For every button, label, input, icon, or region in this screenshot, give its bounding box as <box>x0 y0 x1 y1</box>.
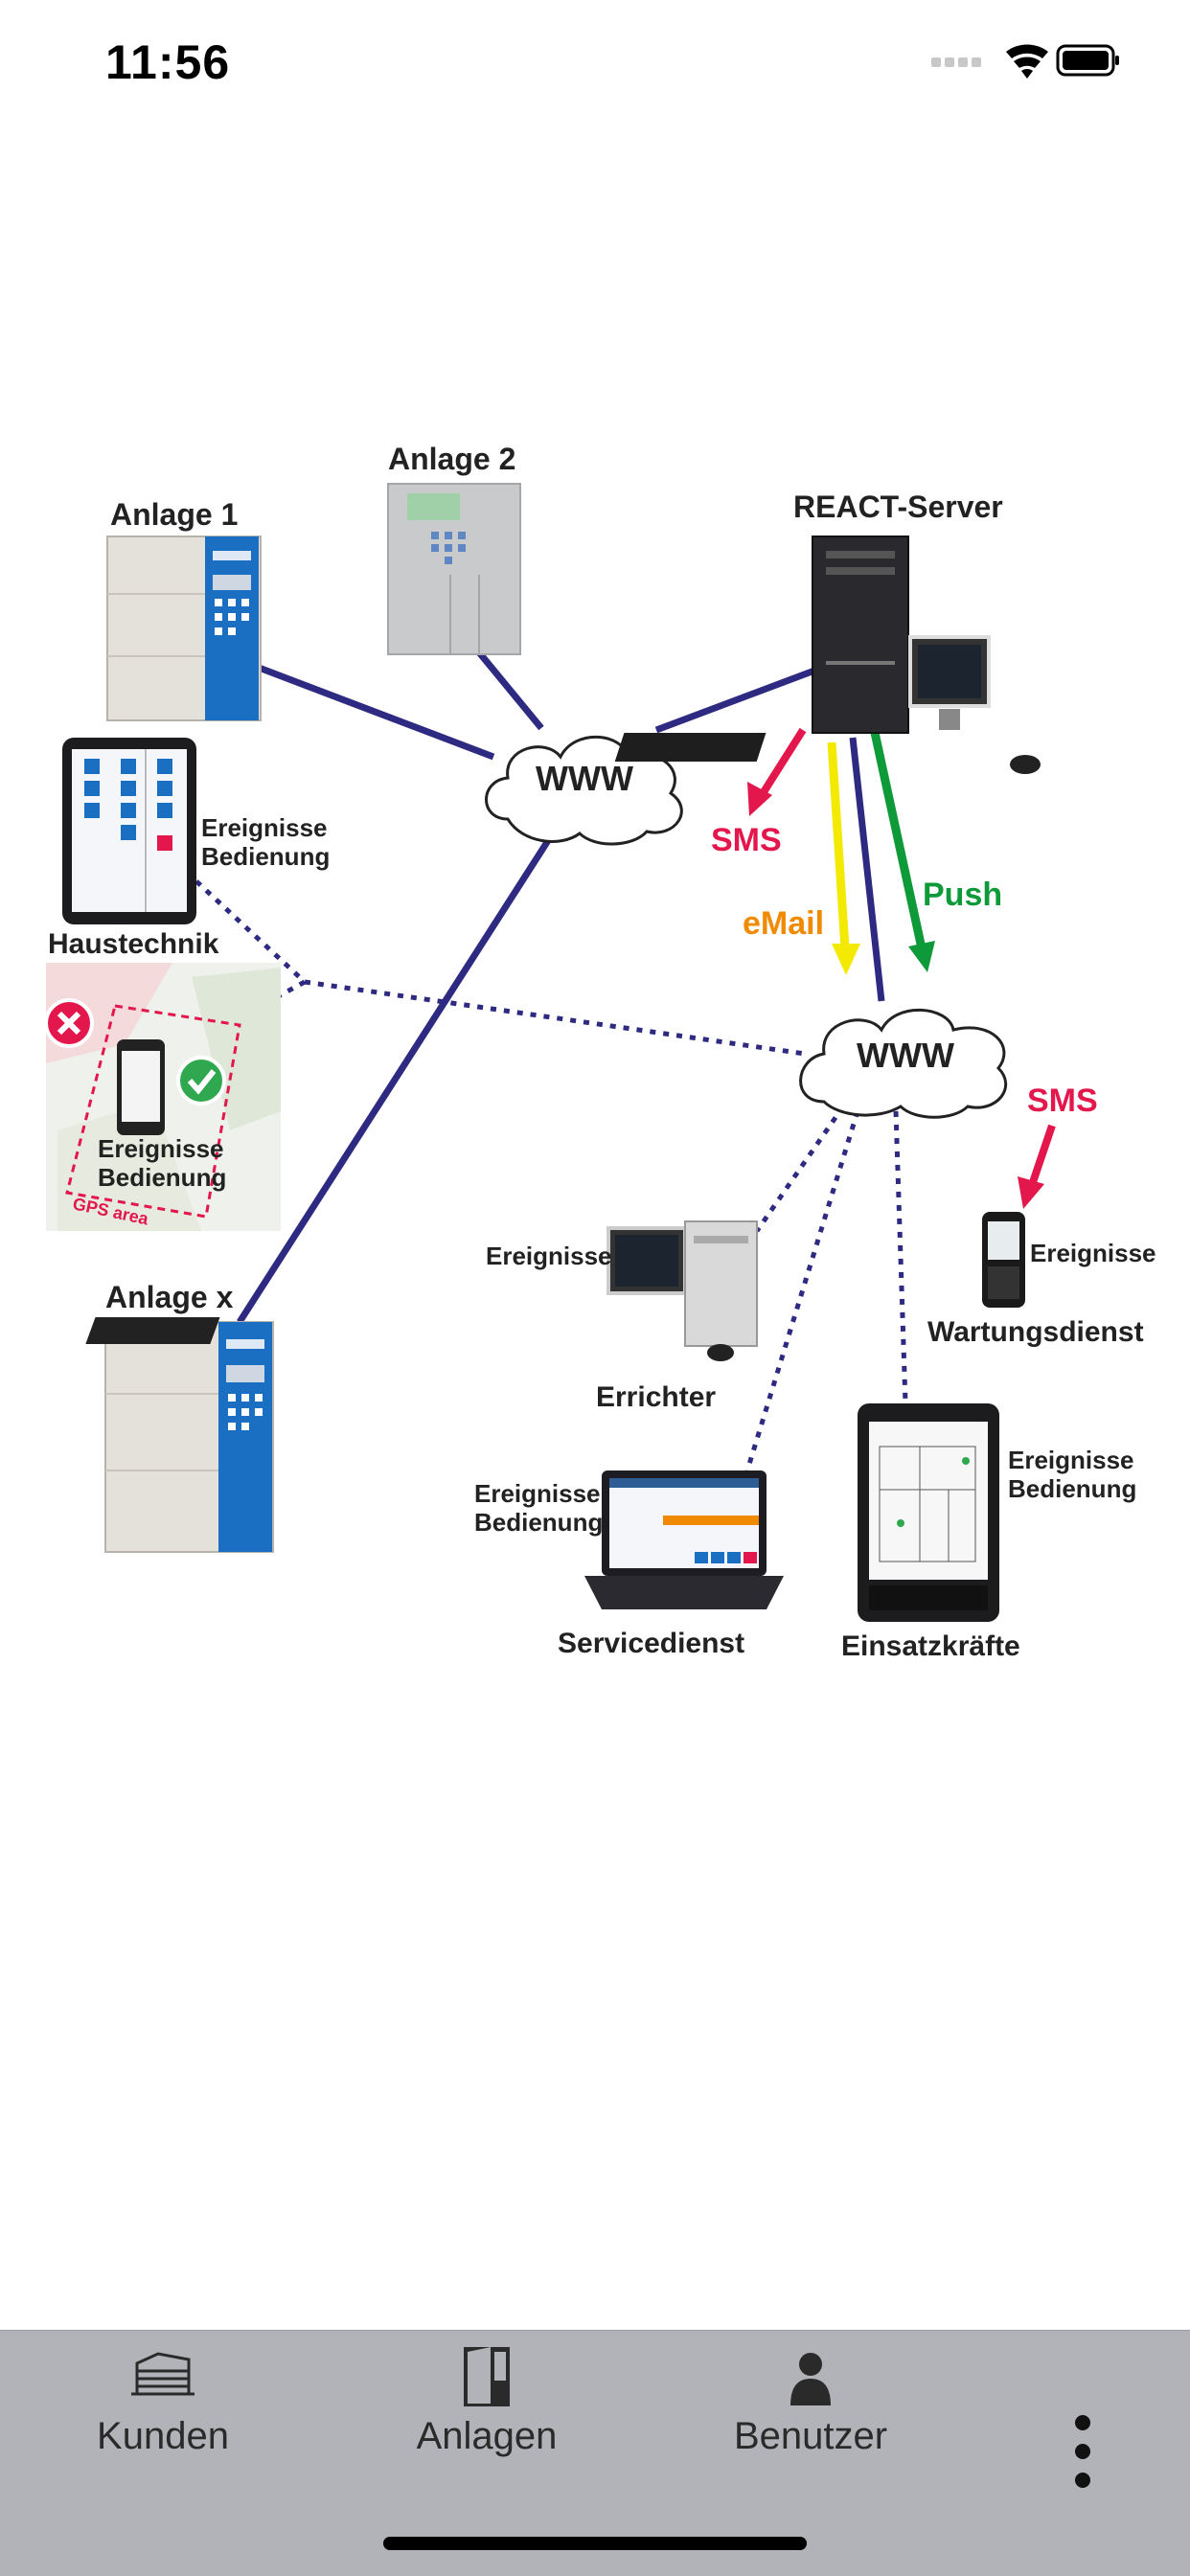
tab-anlagen-label: Anlagen <box>416 2415 558 2457</box>
status-time: 11:56 <box>105 35 231 89</box>
servicedienst-ereignisse-label: Ereignisse <box>474 1479 601 1508</box>
anlage-2-device <box>387 483 521 655</box>
email-arrow <box>827 741 860 975</box>
www-cloud-2: WWW <box>799 1008 1008 1119</box>
tablet-device <box>62 738 196 924</box>
anlage-x-label: Anlage x <box>105 1280 234 1314</box>
haustechnik-bedienung-label: Bedienung <box>98 1163 226 1192</box>
einsatzkraefte-tablet <box>858 1403 999 1622</box>
errichter-ereignisse-label: Ereignisse <box>486 1242 612 1270</box>
anlage-1-device <box>106 536 262 721</box>
servicedienst-laptop <box>584 1470 784 1609</box>
connection-lines <box>237 644 885 1324</box>
person-icon <box>790 2353 831 2405</box>
check-icon <box>176 1056 226 1106</box>
einsatz-ereignisse-label: Ereignisse <box>1008 1446 1134 1474</box>
servicedienst-label: Servicedienst <box>558 1628 744 1659</box>
haustechnik-ereignisse-label: Ereignisse <box>98 1134 224 1163</box>
signal-icon <box>931 57 981 67</box>
system-diagram: WWW WWW Anlage 1 Anlage 2 REACT-Server <box>44 442 1156 1662</box>
servicedienst-bedienung-label: Bedienung <box>474 1508 603 1537</box>
home-indicator <box>383 2537 807 2550</box>
haustechnik-map: GPS area <box>44 963 281 1231</box>
einsatzkraefte-label: Einsatzkräfte <box>841 1630 1020 1662</box>
door-icon <box>464 2347 510 2406</box>
sms-label: SMS <box>711 822 782 858</box>
wifi-icon <box>1006 44 1048 79</box>
status-bar: 11:56 <box>0 0 1190 134</box>
sms-arrow <box>747 727 807 816</box>
dotted-lines <box>171 879 908 1471</box>
tablet-bedienung-label: Bedienung <box>201 842 330 871</box>
haustechnik-label: Haustechnik <box>48 928 219 960</box>
tab-benutzer-label: Benutzer <box>733 2415 888 2457</box>
www-label-2: WWW <box>857 1036 954 1075</box>
sms-arrow-2 <box>1018 1124 1056 1209</box>
react-server-label: REACT-Server <box>793 490 1003 524</box>
tablet-ereignisse-label: Ereignisse <box>201 813 328 842</box>
push-arrow <box>869 727 935 972</box>
anlage-1-label: Anlage 1 <box>110 497 238 532</box>
wartungsdienst-phone <box>982 1212 1025 1308</box>
tab-benutzer[interactable]: Benutzer <box>715 2331 906 2503</box>
wartungsdienst-label: Wartungsdienst <box>927 1316 1144 1348</box>
errichter-pc <box>85 1220 758 1361</box>
tab-anlagen[interactable]: Anlagen <box>391 2331 583 2503</box>
status-icons <box>931 44 1119 79</box>
building-icon <box>131 2352 195 2396</box>
battery-icon <box>1056 44 1119 77</box>
wartungsdienst-ereignisse-label: Ereignisse <box>1030 1239 1156 1267</box>
einsatz-bedienung-label: Bedienung <box>1008 1474 1136 1503</box>
tab-kunden-label: Kunden <box>97 2415 229 2457</box>
more-vertical-icon[interactable] <box>1064 2411 1102 2497</box>
anlage-2-label: Anlage 2 <box>388 442 515 476</box>
push-label: Push <box>923 877 1002 913</box>
www-label-1: WWW <box>536 759 633 798</box>
email-label: eMail <box>743 905 824 942</box>
errichter-label: Errichter <box>596 1381 716 1413</box>
tab-kunden[interactable]: Kunden <box>67 2331 259 2503</box>
sms-label-2: SMS <box>1027 1083 1098 1119</box>
react-server-device <box>614 536 1041 774</box>
anlage-x-device <box>104 1321 274 1553</box>
tab-bar: Kunden Anlagen Benutzer <box>0 2330 1190 2576</box>
